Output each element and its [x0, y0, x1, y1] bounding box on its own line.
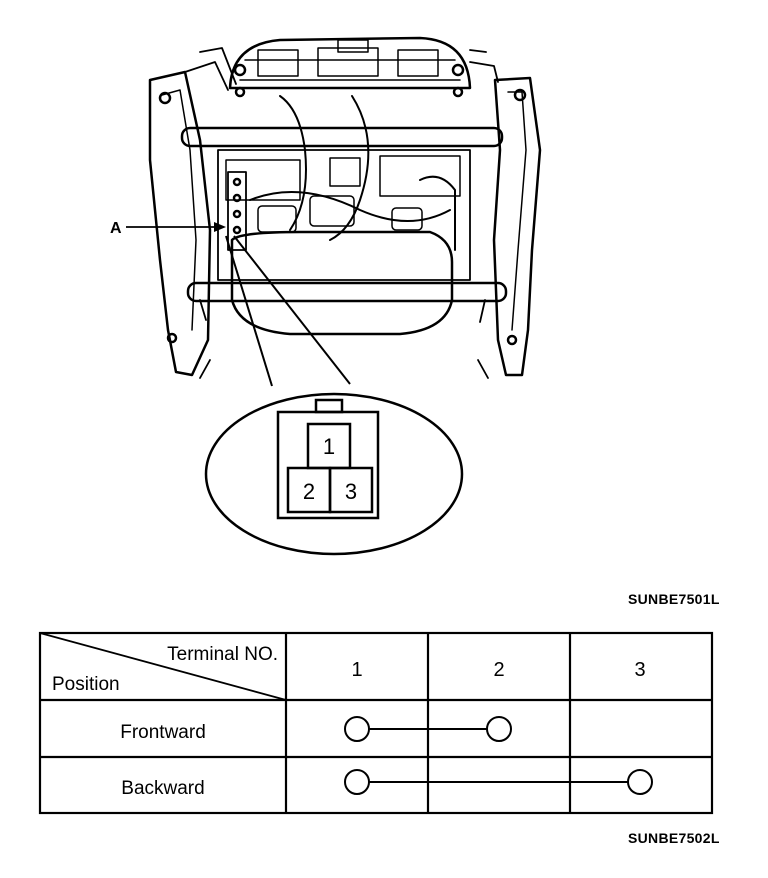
left-side-frame — [148, 70, 212, 377]
header-terminal-no: Terminal NO. — [167, 644, 278, 665]
callout-label-a: A — [110, 220, 122, 237]
table-border — [38, 631, 714, 815]
connector-face — [276, 398, 380, 520]
continuity-node-backward-terminal-1 — [344, 769, 370, 795]
terminal-header-3: 3 — [634, 659, 645, 681]
seat-frame-illustration: A 1 2 3 — [110, 36, 542, 556]
connector-pin-2: 2 — [303, 479, 315, 504]
headrest-assembly — [228, 36, 472, 90]
seat-cushion-pan — [230, 230, 454, 336]
connector-pin-1: 1 — [323, 434, 335, 459]
lower-cross-bar — [186, 281, 508, 303]
connector-pin-3-cell — [328, 466, 374, 514]
connector-pin-3: 3 — [345, 479, 357, 504]
header-position: Position — [52, 674, 120, 695]
row-label-backward: Backward — [121, 778, 204, 799]
terminal-header-1: 1 — [351, 659, 362, 681]
connector-magnifier-circle — [204, 392, 464, 556]
row-label-frontward: Frontward — [120, 722, 206, 743]
table-figure-code: SUNBE7502L — [628, 830, 720, 846]
illustration-figure-code: SUNBE7501L — [628, 591, 720, 607]
continuity-marks — [344, 716, 653, 795]
upper-cross-bar — [180, 126, 504, 148]
callout-arrowhead — [214, 222, 226, 232]
header-diagonal — [39, 632, 287, 701]
continuity-table: Terminal NO. Position 1 2 3 Frontward Ba… — [38, 631, 714, 815]
continuity-node-backward-terminal-3 — [627, 769, 653, 795]
continuity-node-frontward-terminal-2 — [486, 716, 512, 742]
magnifier-lines — [225, 235, 351, 387]
terminal-header-2: 2 — [493, 659, 504, 681]
continuity-node-frontward-terminal-1 — [344, 716, 370, 742]
right-side-frame — [492, 76, 542, 377]
